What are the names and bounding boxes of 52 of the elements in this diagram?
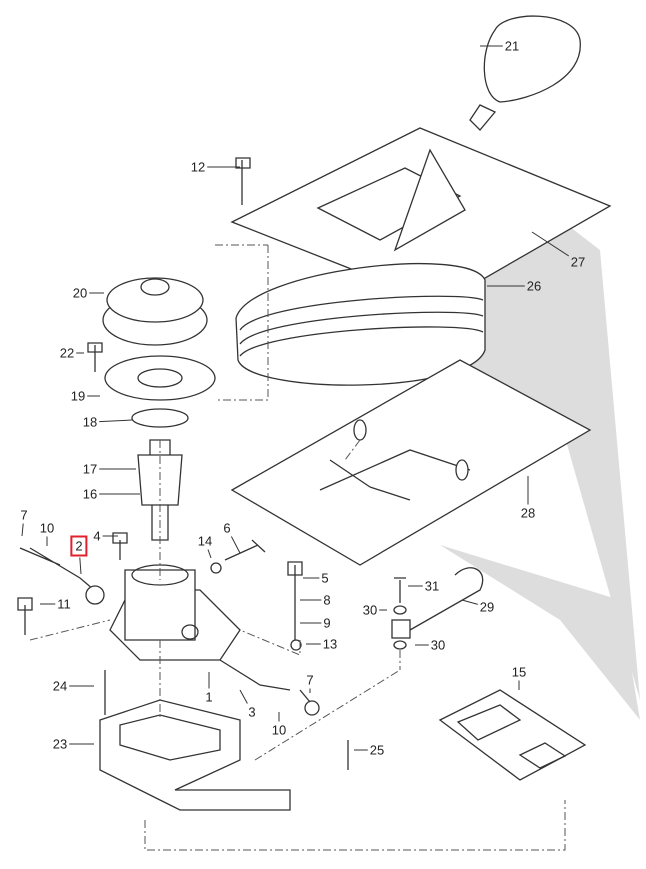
callout-number: 10 xyxy=(270,722,288,738)
leader-line xyxy=(79,557,82,574)
callout-number: 31 xyxy=(424,578,440,594)
callout-number: 20 xyxy=(72,286,88,300)
leader-line xyxy=(240,690,248,704)
callout-number: 13 xyxy=(322,636,338,652)
leader-line xyxy=(98,468,136,470)
callout-number: 15 xyxy=(510,664,528,680)
callout-number: 26 xyxy=(526,278,542,294)
callout-number: 19 xyxy=(70,388,86,404)
callout-number: 10 xyxy=(38,520,56,536)
callout-number: 27 xyxy=(570,254,586,270)
callout-number: 11 xyxy=(56,596,72,612)
callout-number: 28 xyxy=(520,506,536,520)
callout-number: 7 xyxy=(19,508,29,522)
callout-number: 6 xyxy=(222,520,232,536)
callout-number: 29 xyxy=(478,600,496,614)
leader-line xyxy=(532,232,570,256)
callout-number: 9 xyxy=(322,616,332,630)
leader-line xyxy=(46,536,48,546)
callout-number: 30 xyxy=(430,638,446,652)
callout-number: 12 xyxy=(190,160,206,174)
leader-line xyxy=(300,622,322,624)
leader-line xyxy=(88,292,104,294)
callout-number: 4 xyxy=(92,528,102,544)
leader-line xyxy=(208,549,212,558)
callout-number: 18 xyxy=(82,414,98,430)
callout-number: 16 xyxy=(82,486,98,502)
leader-line xyxy=(230,536,240,554)
callout-number: 14 xyxy=(196,534,214,548)
leader-line xyxy=(206,166,240,168)
leader-line xyxy=(278,712,280,722)
callout-number: 2 xyxy=(70,536,88,556)
leader-line xyxy=(462,600,478,605)
leader-line xyxy=(208,672,210,689)
leader-line xyxy=(98,420,132,422)
callout-number: 3 xyxy=(247,704,257,720)
callout-number: 25 xyxy=(368,742,386,758)
leader-line xyxy=(22,523,24,536)
callout-number: 17 xyxy=(82,462,98,476)
callout-number: 22 xyxy=(58,346,76,360)
leader-line xyxy=(414,644,430,646)
callout-number: 8 xyxy=(322,592,332,608)
callout-number: 24 xyxy=(52,678,68,694)
leader-line xyxy=(518,680,520,690)
leader-line xyxy=(76,352,84,354)
callout-number: 30 xyxy=(362,602,378,618)
callout-number: 5 xyxy=(320,570,330,586)
callout-number: 23 xyxy=(52,736,68,752)
callout-number: 1 xyxy=(204,690,214,704)
callout-number: 21 xyxy=(504,38,520,54)
callout-number: 7 xyxy=(305,672,315,688)
